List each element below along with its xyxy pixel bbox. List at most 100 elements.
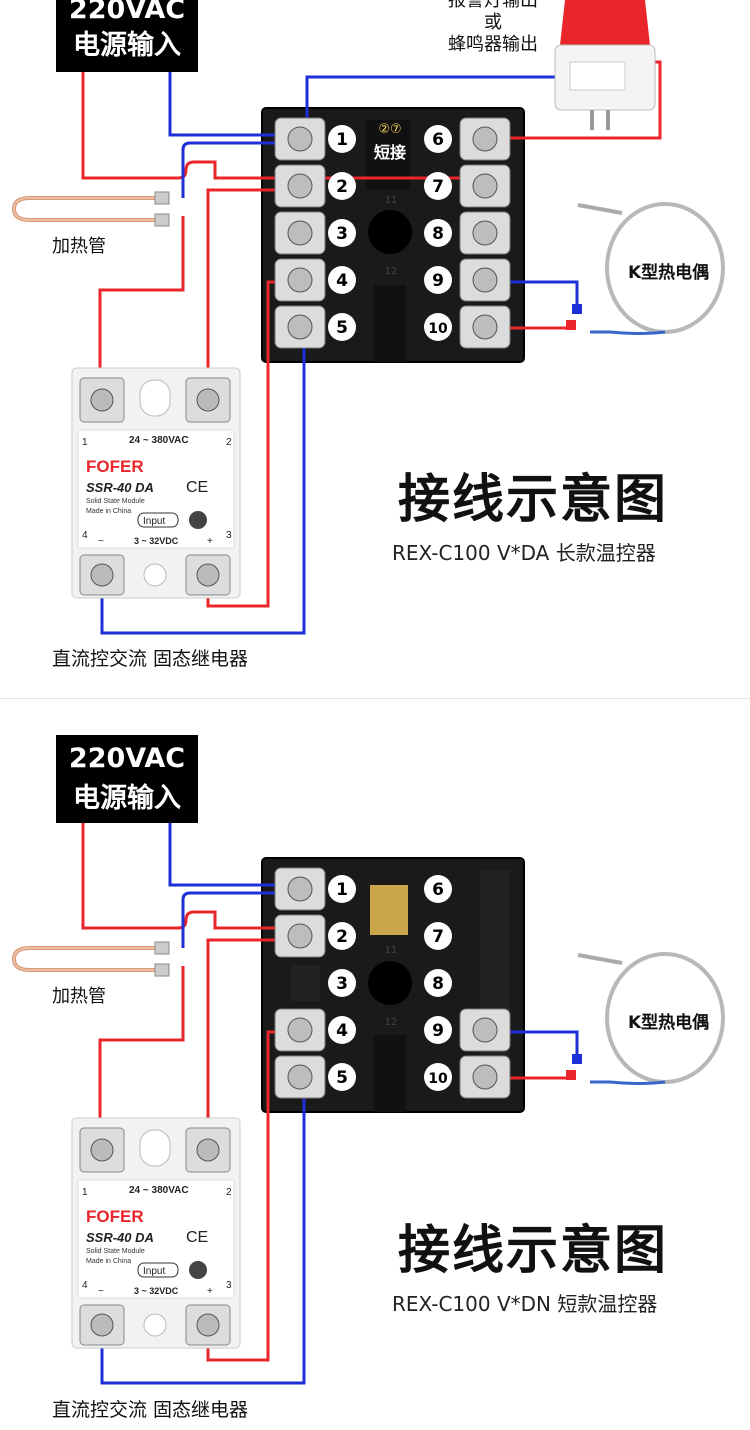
thermocouple-label-2: K型热电偶 xyxy=(628,1013,710,1033)
screw-terminals xyxy=(274,117,511,349)
blue-wire-power xyxy=(168,72,300,137)
svg-text:11: 11 xyxy=(385,195,398,206)
diagram-title-2: 接线示意图 xyxy=(398,1221,669,1281)
thermocouple-icon xyxy=(566,202,725,335)
red-wire-term2-ssr-2 xyxy=(206,938,300,1150)
ssr-minus: − xyxy=(98,536,104,547)
power-input-box: 220VAC 电源输入 xyxy=(56,0,198,72)
blue-wire-heater xyxy=(181,141,300,198)
alarm-output-label: 报警灯输出 或 蜂鸣器输出 xyxy=(444,0,542,56)
ssr-input-2: Input xyxy=(143,1266,165,1277)
terminal-1-label: 1 xyxy=(336,130,348,150)
terminal-10-label-2: 10 xyxy=(428,1071,448,1087)
ssr-pin1-2: 1 xyxy=(82,1187,88,1198)
blue-wire-alarm xyxy=(305,75,555,122)
red-wire-term2-ssr xyxy=(206,188,300,400)
ssr-desc: Solid State Module xyxy=(86,498,145,505)
wiring-svg: 11 12 xyxy=(11,0,725,635)
diagram-title: 接线示意图 xyxy=(398,470,669,530)
ssr-module xyxy=(71,367,241,599)
heater-icon xyxy=(11,191,170,227)
terminal-4-label: 4 xyxy=(336,271,348,291)
screw-terminals-2 xyxy=(274,867,511,1099)
ssr-pin2: 2 xyxy=(226,437,232,448)
ssr-model: SSR-40 DA xyxy=(86,480,154,495)
ssr-pin1: 1 xyxy=(82,437,88,448)
thermocouple-icon-2 xyxy=(566,952,725,1085)
ssr-module-2 xyxy=(71,1117,241,1349)
terminal-number-circles xyxy=(328,125,452,341)
terminal-4-label-2: 4 xyxy=(336,1021,348,1041)
section-divider xyxy=(0,698,750,699)
svg-text:12: 12 xyxy=(385,266,398,277)
wiring-diagram-short: 11 12 xyxy=(0,715,750,1421)
power-input-label: 电源输入 xyxy=(73,30,181,61)
ssr-pin2-2: 2 xyxy=(226,1187,232,1198)
terminal-5-label-2: 5 xyxy=(336,1068,348,1088)
controller-body-2: 11 12 xyxy=(261,857,525,1113)
svg-text:11: 11 xyxy=(385,945,398,956)
ssr-made: Made in China xyxy=(86,508,131,515)
ssr-pin3-2: 3 xyxy=(226,1280,232,1291)
wiring-diagram-long: 11 12 xyxy=(0,0,750,700)
ssr-desc-2: Solid State Module xyxy=(86,1248,145,1255)
alarm-light-icon xyxy=(554,0,656,130)
terminal-2-label-2: 2 xyxy=(336,927,348,947)
ssr-made-2: Made in China xyxy=(86,1258,131,1265)
wiring-svg-2: 11 12 xyxy=(11,822,725,1385)
svg-text:12: 12 xyxy=(385,1017,398,1028)
red-wire-heater-ssr xyxy=(98,216,185,400)
ssr-range-ac: 24 ~ 380VAC xyxy=(129,435,189,446)
ssr-plus-2: + xyxy=(207,1286,213,1297)
diagram-subtitle-2: REX-C100 V*DN 短款温控器 xyxy=(392,1292,658,1316)
ssr-pin4-2: 4 xyxy=(82,1280,88,1291)
terminal-7-label-2: 7 xyxy=(432,927,444,947)
terminal-9-label: 9 xyxy=(432,271,444,291)
red-wire-power-2 xyxy=(81,822,300,930)
terminal-5-label: 5 xyxy=(336,318,348,338)
alarm-label-line3: 蜂鸣器输出 xyxy=(448,34,538,55)
ssr-pin4: 4 xyxy=(82,530,88,541)
diagram-subtitle: REX-C100 V*DA 长款温控器 xyxy=(392,541,656,565)
terminal-6-label: 6 xyxy=(432,130,444,150)
alarm-label-line2: 或 xyxy=(484,12,502,33)
ssr-model-2: SSR-40 DA xyxy=(86,1230,154,1245)
red-wire-heater-ssr-2 xyxy=(98,966,185,1150)
terminal-6-label-2: 6 xyxy=(432,880,444,900)
blue-wire-heater-2 xyxy=(181,891,300,948)
ssr-pin3: 3 xyxy=(226,530,232,541)
terminal-10-label: 10 xyxy=(428,321,448,337)
ssr-range-dc-2: 3 ~ 32VDC xyxy=(134,1286,179,1296)
terminal-number-circles-2 xyxy=(328,875,452,1091)
controller-body: 11 12 xyxy=(261,107,525,363)
heater-label-2: 加热管 xyxy=(52,986,106,1007)
ssr-range-ac-2: 24 ~ 380VAC xyxy=(129,1185,189,1196)
ssr-brand: FOFER xyxy=(86,457,144,476)
heater-icon-2 xyxy=(11,941,170,977)
terminal-3-label-2: 3 xyxy=(336,974,348,994)
terminal-1-label-2: 1 xyxy=(336,880,348,900)
terminal-9-label-2: 9 xyxy=(432,1021,444,1041)
ssr-input: Input xyxy=(143,516,165,527)
blue-wire-thermo xyxy=(478,280,579,308)
ssr-ce: CE xyxy=(186,479,208,496)
blue-wire-power-2 xyxy=(168,822,300,887)
short-nums: ②⑦ xyxy=(378,122,401,137)
blue-wire-thermo-2 xyxy=(478,1030,579,1058)
ssr-label: 直流控交流 固态继电器 xyxy=(52,648,249,670)
ssr-label-2: 直流控交流 固态继电器 xyxy=(52,1399,249,1421)
terminal-2-label: 2 xyxy=(336,177,348,197)
power-input-label-2: 电源输入 xyxy=(73,783,181,814)
power-voltage-label: 220VAC xyxy=(68,0,186,25)
red-wire-power xyxy=(81,72,300,180)
ssr-range-dc: 3 ~ 32VDC xyxy=(134,536,179,546)
power-voltage-label-2: 220VAC xyxy=(68,743,186,774)
heater-label: 加热管 xyxy=(52,236,106,257)
ssr-ce-2: CE xyxy=(186,1229,208,1246)
ssr-minus-2: − xyxy=(98,1286,104,1297)
terminal-3-label: 3 xyxy=(336,224,348,244)
power-input-box-2: 220VAC 电源输入 xyxy=(56,735,198,823)
terminal-8-label: 8 xyxy=(432,224,444,244)
ssr-brand-2: FOFER xyxy=(86,1207,144,1226)
alarm-label-line1: 报警灯输出 xyxy=(448,0,538,11)
